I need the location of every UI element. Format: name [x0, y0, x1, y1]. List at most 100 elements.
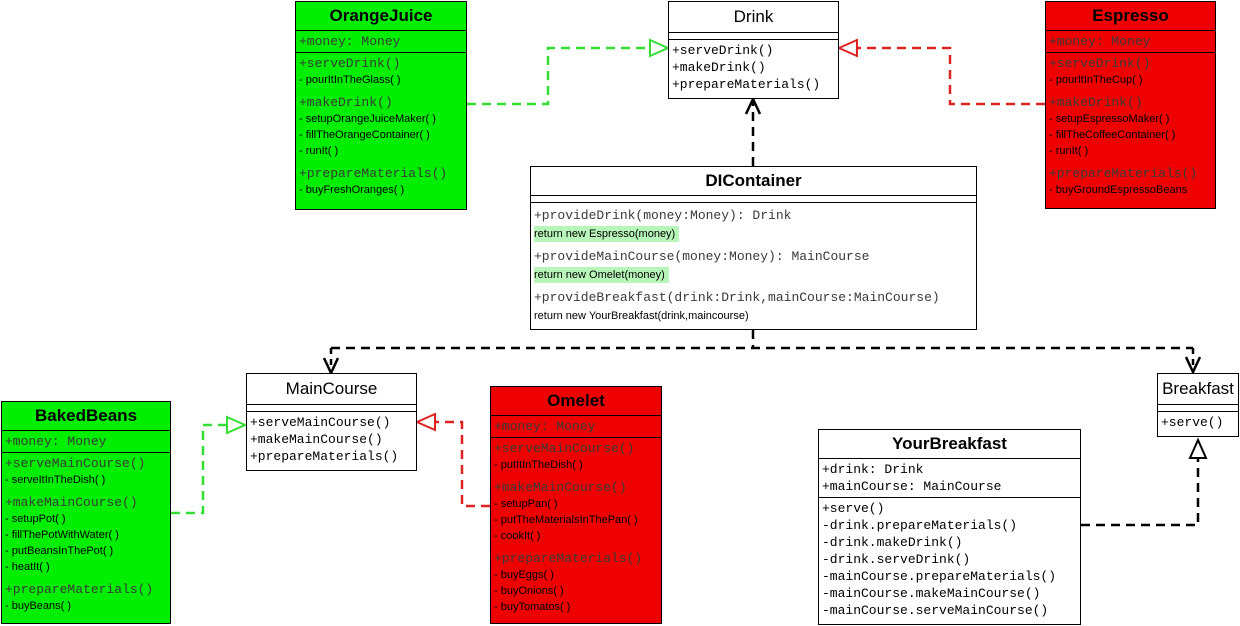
attribute-compartment	[531, 196, 976, 203]
attribute: +mainCourse: MainCourse	[822, 479, 1002, 494]
step: - buyTomatos( )	[494, 601, 571, 613]
omelet-realizes-maincourse	[435, 420, 490, 508]
step: - buyFreshOranges( )	[299, 184, 405, 196]
attribute-compartment: +drink: Drink +mainCourse: MainCourse	[819, 459, 1080, 498]
operation: +makeMainCourse()	[250, 432, 383, 447]
orangejuice-realizes-drink	[467, 46, 650, 106]
operation: +makeDrink()	[299, 95, 393, 110]
operation: -mainCourse.makeMainCourse()	[822, 586, 1041, 601]
attribute: +drink: Drink	[822, 462, 924, 477]
operation: +serveMainCourse()	[5, 456, 146, 471]
attribute-compartment	[669, 33, 838, 40]
attribute-compartment	[247, 405, 416, 412]
operation: +makeMainCourse()	[494, 480, 627, 495]
class-name: Espresso	[1046, 2, 1215, 31]
espresso-realizes-drink	[857, 46, 1045, 106]
step: - buyOnions( )	[494, 585, 564, 597]
operation-compartment: +serve()	[1158, 412, 1238, 433]
operation: +prepareMaterials()	[672, 77, 821, 92]
operation: +makeMainCourse()	[5, 495, 138, 510]
class-name: OrangeJuice	[296, 2, 466, 31]
bakedbeans-class: BakedBeans +money: Money +serveMainCours…	[1, 401, 171, 624]
step: - buyBeans( )	[5, 600, 72, 612]
step: - fillTheCoffeeContainer( )	[1049, 129, 1176, 141]
operation: -drink.serveDrink()	[822, 552, 971, 567]
operation: +serve()	[1161, 415, 1224, 430]
attribute: +money: Money	[1049, 34, 1151, 49]
step: - putTheMaterialsInThePan( )	[494, 514, 638, 526]
operation-compartment: +provideDrink(money:Money): Drink return…	[531, 203, 976, 326]
step: - fillTheOrangeContainer( )	[299, 129, 430, 141]
operation: -drink.prepareMaterials()	[822, 518, 1018, 533]
attribute: +money: Money	[494, 419, 596, 434]
operation: +serveMainCourse()	[494, 441, 635, 456]
operation: +serveDrink()	[1049, 56, 1151, 71]
step: - putBeansInThePot( )	[5, 545, 114, 557]
operation-compartment: +serveMainCourse() - serveItInTheDish( )…	[2, 453, 170, 616]
dicontainer-class: DIContainer +provideDrink(money:Money): …	[530, 166, 977, 330]
step: - serveItInTheDish( )	[5, 474, 106, 486]
espresso-realization-arrowhead	[836, 38, 858, 58]
operation: +prepareMaterials()	[5, 582, 154, 597]
operation-compartment: +serveDrink() - pourItInTheGlass( ) +mak…	[296, 53, 466, 200]
step: - runIt( )	[1049, 145, 1089, 157]
operation: +serve()	[822, 501, 885, 516]
operation-compartment: +serveMainCourse() - putItInTheDish( ) +…	[491, 438, 661, 617]
method-signature: +provideDrink(money:Money): Drink	[534, 208, 792, 223]
attribute-compartment: +money: Money	[1046, 31, 1215, 53]
step: - putItInTheDish( )	[494, 459, 583, 471]
step: - setupPan( )	[494, 498, 558, 510]
operation-compartment: +serve() -drink.prepareMaterials() -drin…	[819, 498, 1080, 621]
drink-dependency-arrowhead	[744, 96, 762, 115]
operation: -mainCourse.serveMainCourse()	[822, 603, 1049, 618]
attribute: +money: Money	[5, 434, 107, 449]
operation: +serveDrink()	[299, 56, 401, 71]
operation: +serveDrink()	[672, 43, 774, 58]
orangejuice-class: OrangeJuice +money: Money +serveDrink() …	[295, 1, 467, 210]
operation-compartment: +serveDrink() - pourItInTheCup( ) +makeD…	[1046, 53, 1215, 200]
dicontainer-dependency-bus	[331, 330, 1193, 350]
operation: -drink.makeDrink()	[822, 535, 963, 550]
method-body: return new Espresso(money)	[534, 226, 680, 242]
class-name: Breakfast	[1158, 374, 1238, 405]
operation-compartment: +serveDrink() +makeDrink() +prepareMater…	[669, 40, 838, 95]
step: - setupEspressoMaker( )	[1049, 113, 1170, 125]
step: - heatIt( )	[5, 561, 50, 573]
bakedbeans-realizes-maincourse	[171, 423, 227, 515]
step: - pourItInTheGlass( )	[299, 74, 401, 86]
operation: +prepareMaterials()	[1049, 166, 1198, 181]
class-name: DIContainer	[531, 167, 976, 196]
attribute-compartment: +money: Money	[491, 416, 661, 438]
step: - buyEggs( )	[494, 569, 554, 581]
class-name: Drink	[669, 2, 838, 33]
operation: +makeDrink()	[672, 60, 766, 75]
step: - fillThePotWithWater( )	[5, 529, 119, 541]
method-body: return new YourBreakfast(drink,maincours…	[534, 310, 749, 322]
step: - runIt( )	[299, 145, 339, 157]
yourbreakfast-class: YourBreakfast +drink: Drink +mainCourse:…	[818, 429, 1081, 625]
step: - buyGroundEspressoBeans	[1049, 184, 1188, 196]
operation: +serveMainCourse()	[250, 415, 391, 430]
operation: +prepareMaterials()	[299, 166, 448, 181]
method-body: return new Omelet(money)	[534, 267, 669, 283]
bakedbeans-realization-arrowhead	[226, 415, 248, 435]
step: - pourItInTheCup( )	[1049, 74, 1143, 86]
yourbreakfast-realization-arrowhead	[1188, 437, 1208, 459]
breakfast-class: Breakfast +serve()	[1157, 373, 1239, 437]
method-signature: +provideMainCourse(money:Money): MainCou…	[534, 249, 870, 264]
yourbreakfast-realizes-breakfast	[1081, 458, 1200, 527]
attribute-compartment: +money: Money	[296, 31, 466, 53]
class-name: BakedBeans	[2, 402, 170, 431]
method-signature: +provideBreakfast(drink:Drink,mainCourse…	[534, 290, 940, 305]
espresso-class: Espresso +money: Money +serveDrink() - p…	[1045, 1, 1216, 209]
orangejuice-realization-arrowhead	[649, 38, 671, 58]
step: - cookIt( )	[494, 530, 541, 542]
operation: +makeDrink()	[1049, 95, 1143, 110]
attribute: +money: Money	[299, 34, 401, 49]
class-name: MainCourse	[247, 374, 416, 405]
operation: +prepareMaterials()	[250, 449, 399, 464]
omelet-realization-arrowhead	[414, 412, 436, 432]
operation: +prepareMaterials()	[494, 551, 643, 566]
omelet-class: Omelet +money: Money +serveMainCourse() …	[490, 386, 662, 624]
